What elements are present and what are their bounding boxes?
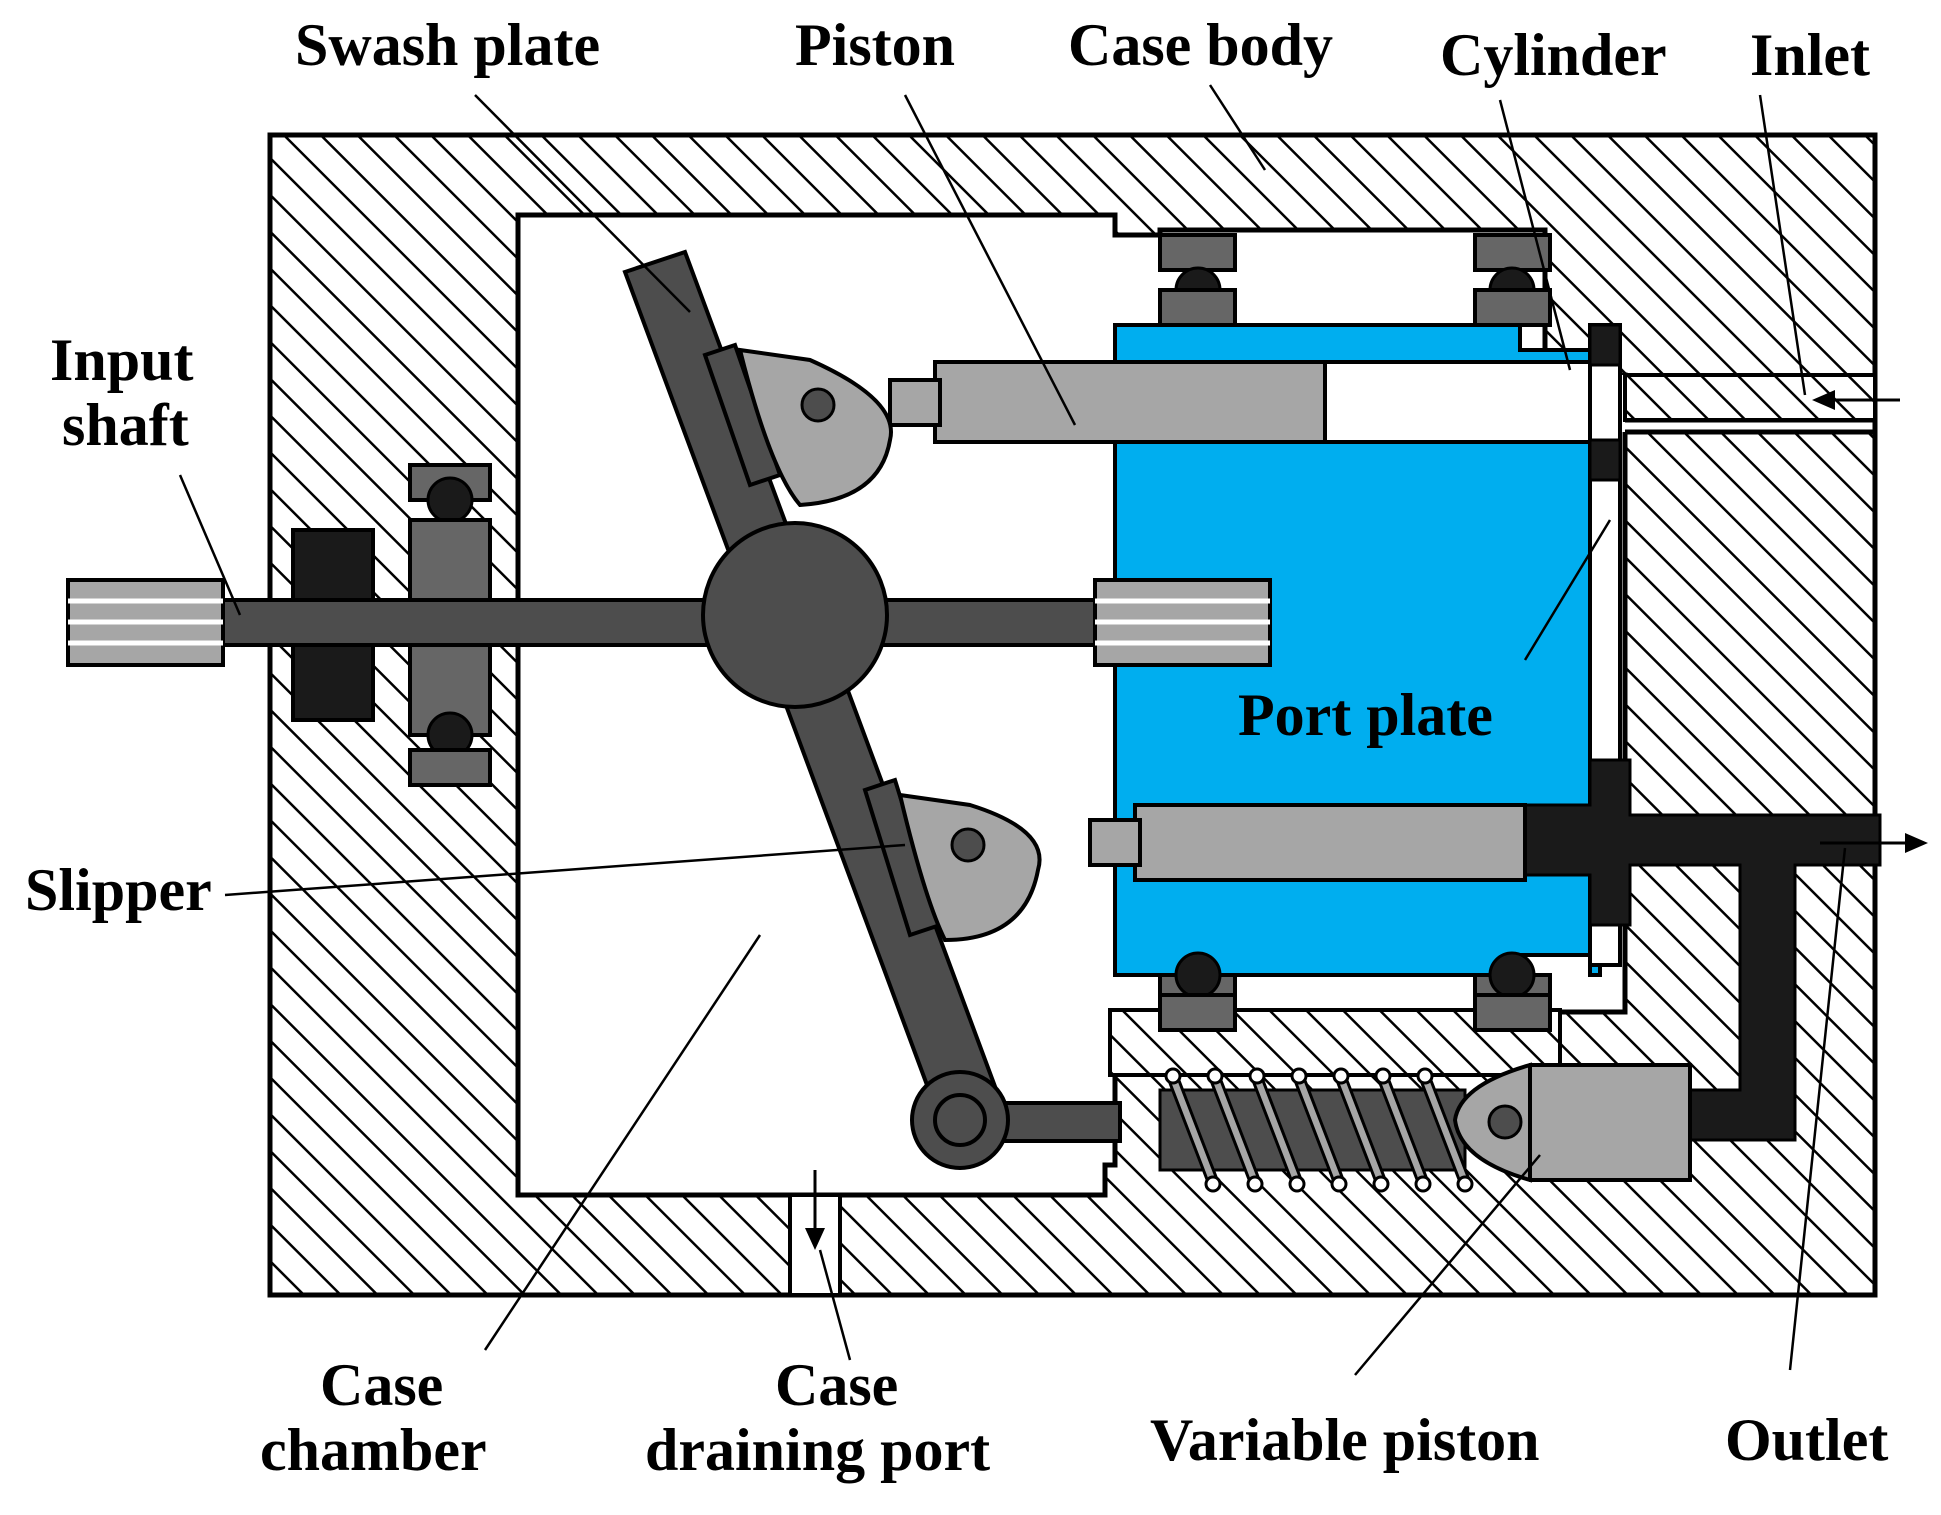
upper-piston: [933, 360, 1327, 444]
swash-plate-hinge: [910, 1070, 1122, 1170]
label-port-plate: Port plate: [1238, 682, 1493, 748]
shaft-spline-right: [1093, 578, 1272, 667]
label-inlet: Inlet: [1750, 22, 1870, 88]
label-input-shaft-line2: shaft: [62, 392, 189, 458]
drain-arrow: [805, 1170, 825, 1250]
shaft-spline-left: [66, 578, 225, 667]
return-spring: [1158, 1067, 1474, 1193]
input-shaft: [216, 598, 1140, 647]
label-draining-port-line1: Case: [775, 1352, 898, 1418]
label-input-shaft-line1: Input: [50, 327, 193, 393]
inlet-arrow: [1812, 390, 1900, 410]
label-variable-piston: Variable piston: [1150, 1407, 1540, 1473]
swash-plate-pivot: [701, 521, 889, 709]
leader-lines: [178, 84, 1847, 1376]
label-outlet: Outlet: [1725, 1407, 1888, 1473]
label-piston: Piston: [795, 12, 955, 78]
variable-piston: [1452, 1062, 1692, 1183]
outlet-arrow: [1820, 833, 1928, 853]
lower-piston: [1133, 803, 1527, 882]
label-case-body: Case body: [1068, 12, 1333, 78]
upper-slipper: [702, 342, 893, 508]
label-case-chamber-line1: Case: [320, 1352, 443, 1418]
label-case-chamber-line2: chamber: [260, 1417, 487, 1483]
label-draining-port-line2: draining port: [645, 1417, 990, 1483]
label-swash-plate: Swash plate: [295, 12, 600, 78]
label-cylinder: Cylinder: [1440, 22, 1667, 88]
lower-slipper: [862, 777, 1042, 943]
label-slipper: Slipper: [25, 857, 212, 923]
